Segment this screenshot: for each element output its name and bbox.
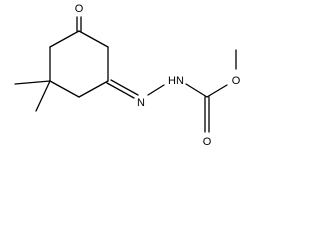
bond-methyl-2 xyxy=(35,80,51,112)
bond-n-carbonyl xyxy=(185,83,208,98)
bond-ring-c1-c2 xyxy=(78,30,109,48)
carbonyl-oxygen-label: O xyxy=(203,136,212,148)
imine-nitrogen-label: N xyxy=(137,97,145,109)
ketone-oxygen-label: O xyxy=(75,3,84,15)
bond-imine-double-a xyxy=(106,82,135,99)
amine-nitrogen-label: N xyxy=(176,75,184,87)
bond-imine-double-b xyxy=(110,79,139,96)
bond-n-n xyxy=(147,84,165,96)
bond-carbonyl-ester-oxygen xyxy=(206,84,228,98)
bond-ring-c6-c1 xyxy=(49,30,80,48)
bond-ring-c3-c4 xyxy=(78,80,109,98)
chemical-structure: O N H N O O xyxy=(14,3,241,148)
bond-methyl-1 xyxy=(14,80,51,85)
ester-oxygen-label: O xyxy=(232,75,241,87)
amine-hydrogen-label: H xyxy=(168,75,176,87)
bond-ring-c4-c5 xyxy=(49,80,80,98)
